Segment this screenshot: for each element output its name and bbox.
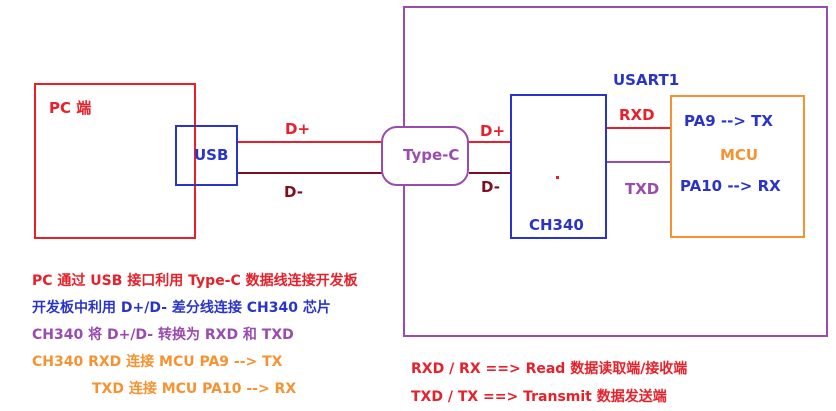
note-1: PC 通过 USB 接口利用 Type-C 数据线连接开发板 [32,273,358,289]
note-5: TXD 连接 MCU PA10 --> RX [92,381,297,397]
txd-line [607,161,670,163]
note-2: 开发板中利用 D+/D- 差分线连接 CH340 芯片 [32,300,331,316]
rxd-label: RXD [619,106,655,124]
note-rxd-definition: RXD / RX ==> Read 数据读取端/接收端 [411,361,688,377]
usb-label: USB [194,146,229,164]
pc-box [34,83,196,239]
ch340-label: CH340 [529,216,584,234]
note-txd-definition: TXD / TX ==> Transmit 数据发送端 [411,389,667,405]
txd-label: TXD [625,180,660,198]
pc-label: PC 端 [49,99,92,117]
type-c-label: Type-C [403,146,460,164]
note-4: CH340 RXD 连接 MCU PA9 --> TX [32,354,283,370]
wire-dplus-left [238,141,383,143]
usb-port [175,125,238,186]
chip-center-dot [556,176,559,179]
ch340-chip [510,94,607,239]
mcu-pa9-label: PA9 --> TX [684,112,773,130]
wire-dplus-right-label: D+ [480,122,506,140]
mcu-box [670,95,805,238]
mcu-pa10-label: PA10 --> RX [680,177,781,195]
wire-dminus-left [238,172,383,174]
usart1-label: USART1 [613,71,680,89]
wire-dplus-left-label: D+ [285,120,311,138]
wire-dminus-right-label: D- [481,178,500,196]
rxd-line [607,127,670,129]
type-c-connector [381,126,469,186]
wire-dplus-right [469,141,510,143]
wire-dminus-left-label: D- [284,183,303,201]
mcu-label: MCU [720,146,759,164]
note-3: CH340 将 D+/D- 转换为 RXD 和 TXD [32,327,294,343]
wire-dminus-right [469,172,510,174]
